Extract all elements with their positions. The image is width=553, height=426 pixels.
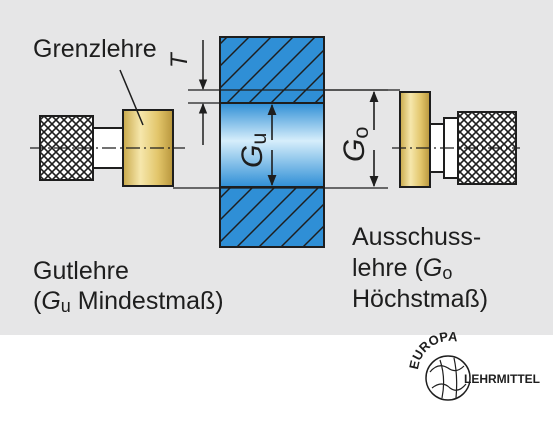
dim-tolerance: T xyxy=(166,53,193,68)
dim-go: Go xyxy=(338,126,373,162)
logo-arc-text: EUROPA xyxy=(406,329,459,371)
gutlehre-gauge xyxy=(30,69,185,187)
globe-icon xyxy=(425,355,471,401)
dim-gu: Gu xyxy=(236,132,271,168)
label-ausschuss-line3: Höchstmaß) xyxy=(352,285,489,313)
extension-lines xyxy=(173,89,400,189)
label-grenzlehre: Grenzlehre xyxy=(33,35,157,63)
logo-side-text: LEHRMITTEL xyxy=(464,372,540,386)
svg-text:EUROPA: EUROPA xyxy=(406,329,459,371)
label-gutlehre-line2: (Gu Mindestmaß) xyxy=(33,287,224,317)
ausschusslehre-gauge xyxy=(392,91,520,188)
ausschusslehre-plug xyxy=(399,91,431,188)
label-ausschuss-line1: Ausschuss- xyxy=(352,223,482,251)
europa-lehrmittel-logo: EUROPA LEHRMITTEL xyxy=(406,329,540,401)
grenzlehre-leader xyxy=(119,69,144,126)
label-gutlehre-line1: Gutlehre xyxy=(33,257,129,285)
label-ausschuss-line2: lehre (Go xyxy=(352,254,453,284)
